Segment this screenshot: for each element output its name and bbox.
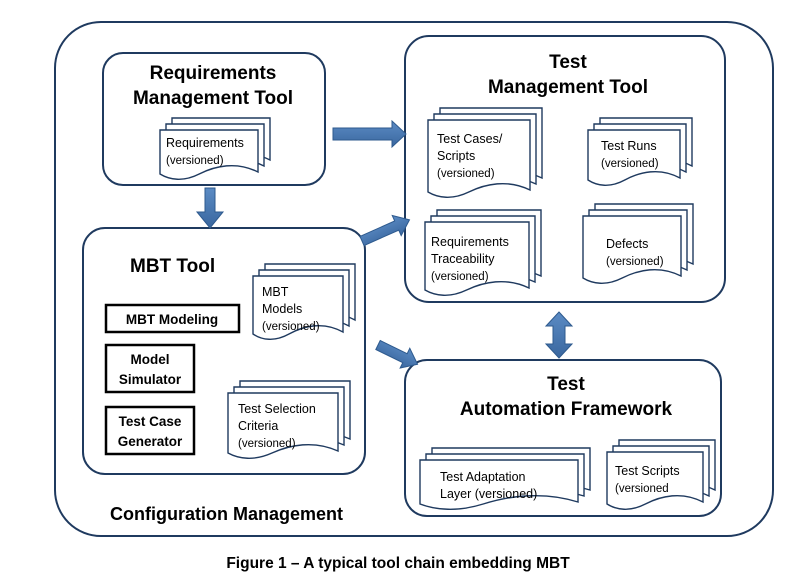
document-sheet <box>424 221 530 296</box>
arrow-testmgmt-automation-bidirectional <box>544 311 574 359</box>
test-case-generator-box <box>104 405 196 456</box>
document-label: Test Selection <box>238 402 316 416</box>
requirements-tool-title-2: Management Tool <box>133 88 293 109</box>
document-label: Test Runs <box>601 139 657 153</box>
document-sheet <box>427 119 531 198</box>
test-runs-doc: Test Runs (versioned) <box>587 117 693 186</box>
document-versioned-label: (versioned) <box>437 168 495 180</box>
document-versioned-label: (versioned) <box>238 438 296 450</box>
test-cases-scripts-doc: Test Cases/Scripts (versioned) <box>427 107 543 198</box>
arrow-req-to-testmgmt <box>332 119 407 149</box>
document-versioned-label: (versioned) <box>431 271 489 283</box>
document-label: Requirements <box>431 235 509 249</box>
document-label: Criteria <box>238 419 278 433</box>
document-sheet <box>159 129 259 180</box>
test-management-tool-title-1: Test <box>549 52 587 73</box>
document-stacks: Requirements (versioned) MBT Models (version… <box>159 107 716 510</box>
document-label: Traceability <box>431 252 495 266</box>
mbt-models-doc: MBT Models (versioned) <box>252 263 356 340</box>
document-sheet <box>419 459 579 510</box>
arrow-mbt-to-testmgmt <box>359 214 411 247</box>
document-label: Models <box>262 302 302 316</box>
document-sheet <box>252 275 344 340</box>
arrow-mbt-to-automation <box>375 339 419 369</box>
model-simulator-label-2: Simulator <box>119 372 182 387</box>
document-versioned-label: (versioned <box>615 483 669 495</box>
model-simulator-box <box>104 343 196 394</box>
mbt-modeling-label: MBT Modeling <box>126 312 218 327</box>
document-sheet <box>587 129 681 186</box>
document-label: Test Scripts <box>615 464 680 478</box>
mbt-modeling-box <box>104 303 241 334</box>
document-label: Scripts <box>437 149 475 163</box>
test-automation-framework-title-1: Test <box>547 374 585 395</box>
mbt-tool-title: MBT Tool <box>130 256 215 277</box>
document-label: Layer (versioned) <box>440 487 537 501</box>
test-automation-framework-title-2: Automation Framework <box>460 399 673 420</box>
test-case-generator-label-2: Generator <box>118 434 183 449</box>
document-sheet <box>582 215 682 284</box>
document-label: Test Adaptation <box>440 470 526 484</box>
document-label: MBT <box>262 285 289 299</box>
defects-doc: Defects (versioned) <box>582 203 694 284</box>
requirements-doc: Requirements (versioned) <box>159 117 271 180</box>
figure-caption: Figure 1 – A typical tool chain embeddin… <box>226 555 570 572</box>
arrows <box>195 119 574 369</box>
document-label: Defects <box>606 237 648 251</box>
arrow-req-to-mbt <box>195 187 225 229</box>
test-scripts-doc: Test Scripts (versioned <box>606 439 716 510</box>
test-management-tool-title-2: Management Tool <box>488 77 648 98</box>
document-versioned-label: (versioned) <box>601 158 659 170</box>
document-sheet <box>227 392 339 459</box>
test-case-generator-label-1: Test Case <box>119 414 182 429</box>
model-simulator-label-1: Model <box>131 352 170 367</box>
document-versioned-label: (versioned) <box>262 321 320 333</box>
document-sheet <box>606 451 704 510</box>
document-label: Requirements <box>166 136 244 150</box>
requirements-tool-title-1: Requirements <box>150 63 277 84</box>
configuration-management-label: Configuration Management <box>110 504 343 524</box>
document-versioned-label: (versioned) <box>166 155 224 167</box>
document-versioned-label: (versioned) <box>606 256 664 268</box>
document-label: Test Cases/ <box>437 132 503 146</box>
